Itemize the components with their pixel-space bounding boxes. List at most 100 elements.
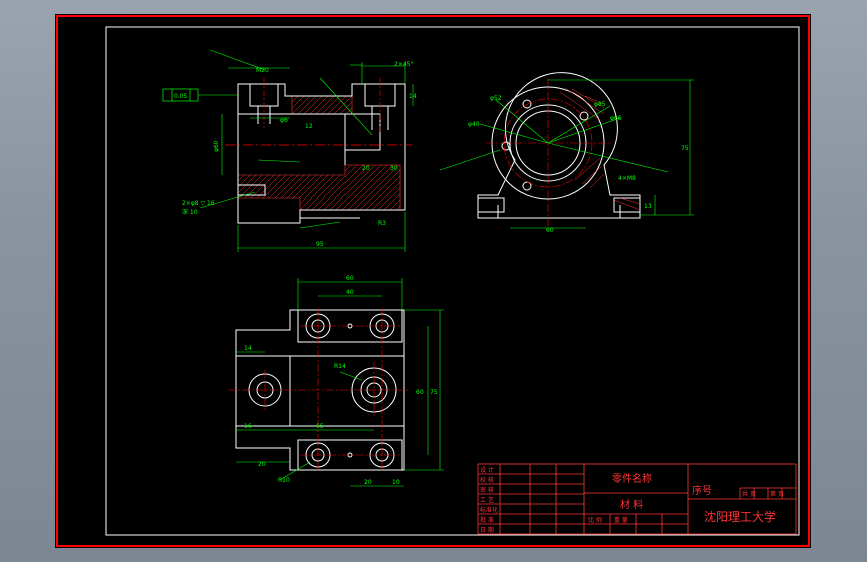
hatch-line	[292, 174, 317, 199]
tb-cell-3: 审 核	[480, 486, 494, 494]
tb-cell-4: 工 艺	[480, 496, 494, 504]
tb-cell-2: 校 核	[480, 476, 494, 484]
hatch-line	[280, 174, 305, 199]
tb-university: 沈阳理工大学	[704, 509, 776, 524]
top-l10-label: 10	[392, 479, 400, 486]
front-m20-label: M20	[256, 67, 269, 74]
hatch-line	[298, 174, 323, 199]
hatch-line	[237, 174, 245, 182]
side-phi52-label: φ52	[490, 95, 502, 102]
hatch-line	[344, 164, 358, 178]
front-h14-label: 14	[409, 93, 417, 100]
hatch-line	[238, 174, 263, 199]
hatch-line	[274, 174, 299, 199]
side-hole-left	[501, 141, 511, 151]
side-thread-label: 4×M8	[618, 175, 636, 182]
hatch-line	[344, 164, 382, 202]
hatch-line	[359, 169, 401, 211]
side-phi66-label: φ66	[610, 115, 622, 122]
side-h75-label: 75	[681, 145, 689, 152]
top-h60-label: 60	[416, 389, 424, 396]
top-w40-label: 40	[346, 289, 354, 296]
top-l16-label: 16	[244, 423, 252, 430]
side-dimension-lines	[439, 79, 694, 229]
top-r10-label: R10	[278, 477, 290, 484]
hatch-line	[256, 174, 281, 199]
hatch-line	[344, 164, 388, 208]
hatch-line	[365, 175, 401, 211]
hatch-line	[344, 164, 364, 184]
hatch-line	[299, 197, 307, 205]
outer-frame	[56, 15, 810, 547]
tb-cell-7: 日 期	[480, 526, 494, 534]
front-20-label: 20	[362, 165, 370, 172]
hatch-line	[310, 174, 335, 199]
front-phi6-label: φ6	[280, 117, 288, 124]
side-w60-label: 60	[546, 227, 554, 234]
hatch-line	[305, 197, 319, 211]
hatch-line	[339, 101, 353, 115]
top-centerlines	[228, 308, 410, 472]
hatch-line	[395, 205, 401, 211]
hatch-line	[353, 164, 400, 211]
hatch-line	[304, 174, 329, 199]
hatch-line	[334, 187, 346, 199]
hatch-line	[303, 95, 323, 115]
front-30-label: 30	[390, 165, 398, 172]
hatch-line	[250, 174, 275, 199]
hatch-line	[299, 197, 313, 211]
top-h14-label: 14	[244, 345, 252, 352]
hatch-line	[291, 95, 299, 103]
tb-serial: 序号	[692, 484, 712, 497]
hatch-line	[297, 95, 317, 115]
front-thread-label: 2×45°	[394, 61, 413, 68]
hatch-line	[309, 95, 329, 115]
front-phi60-label: φ60	[213, 140, 220, 152]
paper-background	[55, 14, 811, 548]
hatch-line	[328, 181, 346, 199]
top-l20-label: 20	[258, 461, 266, 468]
top-l20b-label: 20	[364, 479, 372, 486]
hatch-line	[262, 174, 287, 199]
hatch-line	[345, 107, 353, 115]
front-12-label: 12	[305, 123, 313, 130]
hatch-line	[321, 95, 341, 115]
hatch-line	[383, 193, 401, 211]
tb-cell-5: 标准化	[480, 506, 498, 514]
hatch-line	[286, 174, 311, 199]
top-w60-label: 60	[346, 275, 354, 282]
top-l65-label: 65	[316, 423, 324, 430]
hatch-line	[389, 199, 401, 211]
front-tolerance-frame: 0.05	[162, 88, 238, 102]
hatch-line	[329, 197, 343, 211]
hatch-line	[317, 197, 331, 211]
tb-cell-6: 批 准	[480, 516, 494, 524]
front-dimension-text: 95 φ60 M20 2×45° 14 12 30 20 φ6 R3 2×φ8 …	[182, 61, 417, 248]
hatch-line	[347, 164, 394, 211]
title-block	[477, 463, 797, 535]
hatch-line	[344, 164, 376, 196]
drawing-border	[105, 26, 800, 536]
hatch-line	[377, 187, 401, 211]
side-hole-right	[579, 111, 589, 121]
hatch-line	[344, 164, 370, 190]
hatch-line	[335, 200, 346, 211]
top-dimension-lines	[236, 278, 444, 487]
side-dimension-text: φ52 φ40 φ85 φ66 60 75 13 4×M8	[468, 95, 689, 234]
tb-scale: 比 例	[588, 516, 602, 524]
side-phi85-label: φ85	[594, 101, 606, 108]
tb-total-pages: 共 页	[742, 490, 756, 498]
hatch-line	[344, 164, 352, 172]
hatch-line	[316, 174, 341, 199]
hatch-line	[315, 95, 335, 115]
front-depth-label: 深 10	[182, 208, 198, 216]
tb-material: 材 料	[620, 498, 643, 511]
hatch-line	[340, 193, 346, 199]
top-h75-label: 75	[430, 389, 438, 396]
title-small-cells: 设 计 校 核 审 核 工 艺 标准化 批 准 日 期 比 例 重 量 共 页 …	[480, 466, 784, 534]
tb-weight: 重 量	[614, 516, 628, 524]
front-dimension-lines	[199, 49, 414, 252]
front-len-label: 95	[316, 241, 324, 248]
top-r14-label: R14	[334, 363, 346, 370]
